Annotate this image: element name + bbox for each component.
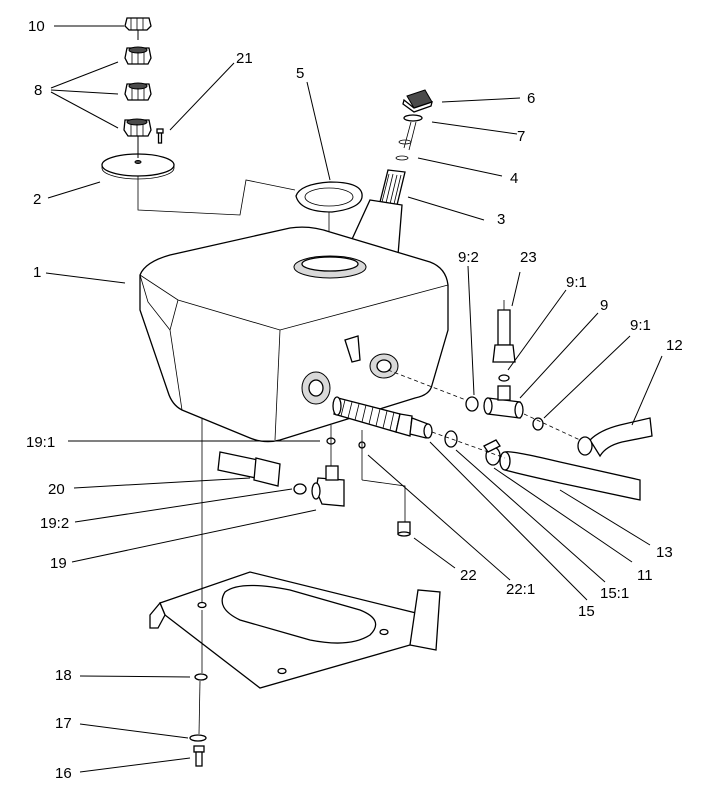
sender-gasket bbox=[295, 181, 363, 213]
callout-19-2: 19:2 bbox=[40, 515, 69, 532]
nut-middle bbox=[124, 82, 152, 101]
fuel-strainer bbox=[332, 396, 433, 439]
elbow-19 bbox=[311, 465, 345, 507]
leader-lines bbox=[45, 25, 663, 773]
callout-15: 15 bbox=[578, 603, 595, 620]
callout-2: 2 bbox=[33, 191, 41, 208]
callout-9: 9 bbox=[600, 297, 608, 314]
washer-19-2 bbox=[293, 483, 307, 495]
washer-17 bbox=[189, 734, 207, 742]
plug-22 bbox=[397, 521, 411, 537]
filler-cap bbox=[402, 89, 433, 113]
callout-9-1b: 9:1 bbox=[630, 317, 651, 334]
callout-17: 17 bbox=[55, 715, 72, 732]
tee-fitting bbox=[483, 385, 524, 419]
callout-10: 10 bbox=[28, 18, 45, 35]
callout-19: 19 bbox=[50, 555, 67, 572]
callout-1: 1 bbox=[33, 264, 41, 281]
connector-20 bbox=[217, 451, 281, 487]
nut-upper bbox=[124, 46, 152, 65]
callout-15-1: 15:1 bbox=[600, 585, 629, 602]
washer-9-2 bbox=[465, 396, 479, 412]
cap-knob bbox=[124, 17, 152, 40]
callout-22: 22 bbox=[460, 567, 477, 584]
washer-15-1 bbox=[444, 430, 458, 448]
callout-20: 20 bbox=[48, 481, 65, 498]
callout-6: 6 bbox=[527, 90, 535, 107]
small-screw bbox=[156, 128, 164, 144]
mounting-plate bbox=[149, 571, 441, 689]
callout-4: 4 bbox=[510, 170, 518, 187]
callout-11: 11 bbox=[637, 567, 653, 584]
bolt-16 bbox=[193, 745, 205, 767]
callout-16: 16 bbox=[55, 765, 72, 782]
callout-19-1: 19:1 bbox=[26, 434, 55, 451]
washer-9-1b bbox=[532, 417, 544, 431]
callout-5: 5 bbox=[296, 65, 304, 82]
callout-21: 21 bbox=[236, 50, 253, 67]
fuel-tank bbox=[139, 226, 449, 443]
fuel-hose bbox=[499, 451, 641, 501]
callout-9-1a: 9:1 bbox=[566, 274, 587, 291]
fuel-line-12 bbox=[577, 417, 653, 458]
callout-9-2: 9:2 bbox=[458, 249, 479, 266]
nut-lower bbox=[123, 118, 152, 137]
washer-9-1a bbox=[498, 374, 510, 382]
callout-3: 3 bbox=[497, 211, 505, 228]
callout-12: 12 bbox=[666, 337, 683, 354]
callout-18: 18 bbox=[55, 667, 72, 684]
callout-8: 8 bbox=[34, 82, 42, 99]
washer-18 bbox=[194, 673, 208, 681]
callout-labels: 10 8 21 2 5 6 7 4 3 1 9:2 23 9:1 9 9:1 1… bbox=[26, 18, 683, 782]
callout-22-1: 22:1 bbox=[506, 581, 535, 598]
hose-clamp bbox=[483, 439, 501, 466]
fuel-line-23 bbox=[492, 300, 516, 363]
callout-7: 7 bbox=[517, 128, 525, 145]
callout-13: 13 bbox=[656, 544, 673, 561]
callout-23: 23 bbox=[520, 249, 537, 266]
